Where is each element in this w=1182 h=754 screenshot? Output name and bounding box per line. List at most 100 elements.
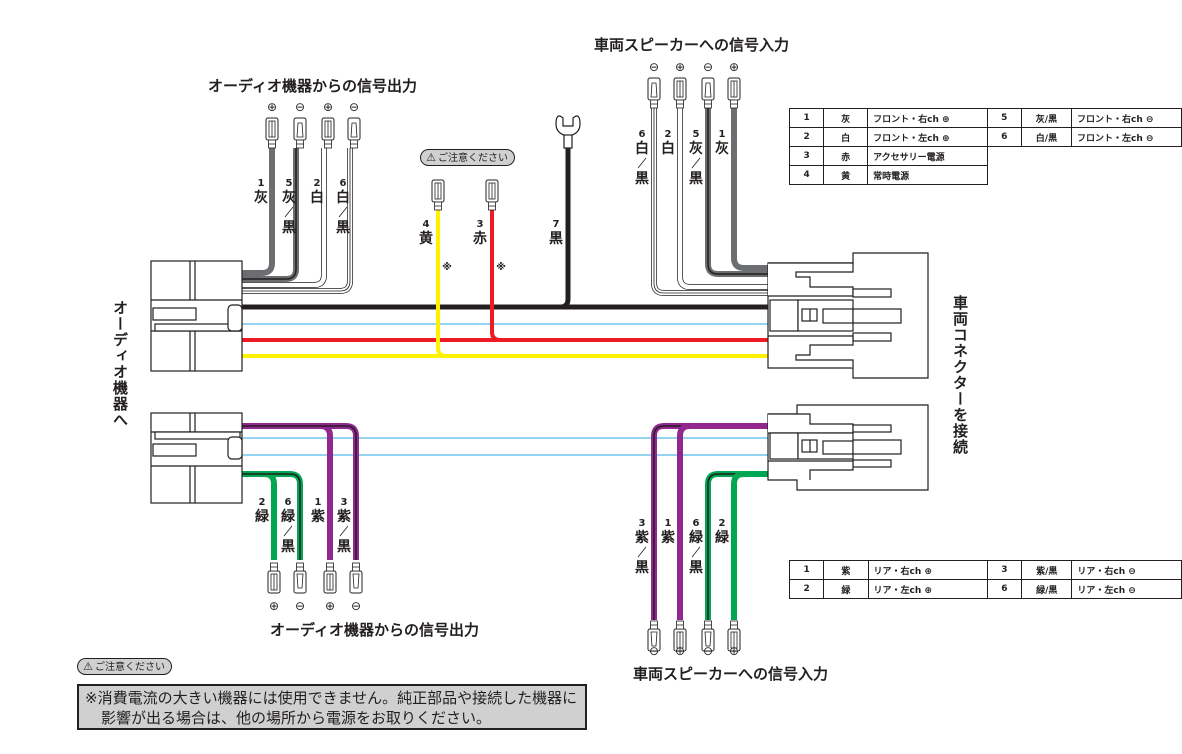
terminal-4 xyxy=(431,179,445,211)
terminal-5 xyxy=(701,77,715,109)
note-line-1: ※消費電流の大きい機器には使用できません。純正部品や接続した機器に xyxy=(85,689,578,707)
wire-label-slash xyxy=(283,525,293,537)
front-table-cell: 2 xyxy=(788,127,825,147)
wire-color-label: 紫 xyxy=(311,508,325,525)
front-table-cell: フロント・右ch ⊖ xyxy=(1071,108,1182,128)
front-table-cell xyxy=(987,166,1021,185)
wire-label-slash xyxy=(637,546,647,558)
wire-color-label: 灰 xyxy=(689,140,703,157)
wire-stripe-label: 黒 xyxy=(689,171,703,187)
polarity-icon: ⊕ xyxy=(267,100,277,114)
polarity-icon: ⊖ xyxy=(703,60,713,74)
note-line-2: 影響が出る場合は、他の場所から電源をお取りください。 xyxy=(101,709,492,727)
note-mark: ※ xyxy=(442,261,452,273)
terminal-5 xyxy=(293,117,307,149)
rear-table-cell: 2 xyxy=(788,579,825,599)
front-table-cell: フロント・右ch ⊕ xyxy=(867,108,988,128)
rear-table-cell: リア・左ch ⊕ xyxy=(867,579,988,599)
front-table-cell: 赤 xyxy=(823,146,869,166)
title-speaker-in-top: 車両スピーカーへの信号入力 xyxy=(594,36,789,54)
vehicle-connector-top xyxy=(767,252,929,379)
wire-color-label: 紫 xyxy=(337,508,351,525)
wire-power xyxy=(242,148,770,358)
wire-audio-top xyxy=(242,148,353,294)
polarity-icon: ⊖ xyxy=(649,60,659,74)
front-table-cell: フロント・左ch ⊖ xyxy=(1071,127,1182,147)
rear-table-cell: リア・右ch ⊕ xyxy=(867,560,988,580)
wire-number: 1 xyxy=(665,518,672,529)
front-table-cell xyxy=(1072,147,1182,166)
polarity-icon: ⊕ xyxy=(729,60,739,74)
warning-triangle-icon: ⚠ xyxy=(83,660,93,673)
terminal-1 xyxy=(727,77,741,109)
wire-color-label: 紫 xyxy=(661,529,675,546)
cyan-lines xyxy=(242,323,770,456)
wire-color-label: 赤 xyxy=(473,231,487,247)
wire-color-label: 白 xyxy=(336,189,350,206)
wire-number: 6 xyxy=(639,129,646,140)
title-audio-out-top: オーディオ機器からの信号出力 xyxy=(208,77,417,95)
rear-table-cell: 3 xyxy=(986,560,1023,580)
wire-number: 6 xyxy=(693,518,700,529)
wire-number: 5 xyxy=(286,178,293,189)
vehicle-connector-bottom xyxy=(767,404,929,491)
wire-number: 6 xyxy=(340,178,347,189)
caution-badge-power: ⚠ご注意ください xyxy=(420,149,515,166)
caution-label: ご注意ください xyxy=(95,662,165,673)
terminal-2 xyxy=(321,117,335,149)
polarity-icon: ⊖ xyxy=(349,100,359,114)
title-to-audio: オーディオ機器へ xyxy=(111,300,129,428)
front-table-cell xyxy=(1021,147,1071,166)
wire-number: 6 xyxy=(285,497,292,508)
front-table-cell: 白/黒 xyxy=(1020,127,1073,147)
wire-color-label: 白 xyxy=(310,189,324,206)
wire-number: 2 xyxy=(259,497,266,508)
wire-label-slash xyxy=(691,157,701,169)
wire-speaker-top xyxy=(651,108,770,296)
wire-stripe-label: 黒 xyxy=(635,560,649,576)
note-mark: ※ xyxy=(496,261,506,273)
wire-color-label: 灰 xyxy=(715,140,729,157)
wire-color-label: 灰 xyxy=(254,189,268,206)
front-table-cell xyxy=(987,147,1021,166)
polarity-icon: ⊕ xyxy=(675,644,685,658)
wire-number: 3 xyxy=(341,497,348,508)
wire-label-slash xyxy=(338,206,348,218)
wire-number: 5 xyxy=(693,129,700,140)
rear-table-cell: 6 xyxy=(986,579,1023,599)
rear-table-cell: 緑 xyxy=(823,579,869,599)
rear-table-cell: リア・右ch ⊖ xyxy=(1071,560,1182,580)
polarity-icon: ⊖ xyxy=(703,644,713,658)
polarity-icon: ⊕ xyxy=(323,100,333,114)
rear-table-cell: 1 xyxy=(788,560,825,580)
terminal-6 xyxy=(293,562,307,594)
polarity-icon: ⊕ xyxy=(325,599,335,613)
wire-label-slash xyxy=(284,206,294,218)
wire-stripe-label: 黒 xyxy=(337,539,351,555)
wire-audio-bottom xyxy=(242,423,359,560)
wire-number: 1 xyxy=(719,129,726,140)
front-table-cell: 3 xyxy=(788,146,825,166)
wire-number: 4 xyxy=(423,219,430,230)
front-table-cell: フロント・左ch ⊕ xyxy=(867,127,988,147)
wire-label-slash xyxy=(691,546,701,558)
polarity-icon: ⊖ xyxy=(351,599,361,613)
wire-label-slash xyxy=(339,525,349,537)
wire-stripe-label: 黒 xyxy=(689,560,703,576)
ring-terminal-icon xyxy=(555,115,581,149)
terminal-6 xyxy=(647,77,661,109)
front-table-cell: 灰 xyxy=(823,108,869,128)
front-table-cell: 4 xyxy=(788,165,825,185)
wire-number: 2 xyxy=(719,518,726,529)
polarity-icon: ⊕ xyxy=(269,599,279,613)
warning-triangle-icon: ⚠ xyxy=(426,151,436,164)
rear-table-cell: 緑/黒 xyxy=(1021,579,1073,599)
wire-color-label: 紫 xyxy=(635,529,649,546)
caution-note: ※消費電流の大きい機器には使用できません。純正部品や接続した機器に 影響が出る場… xyxy=(77,684,587,730)
terminal-6 xyxy=(347,117,361,149)
wire-stripe-label: 黒 xyxy=(282,220,296,236)
